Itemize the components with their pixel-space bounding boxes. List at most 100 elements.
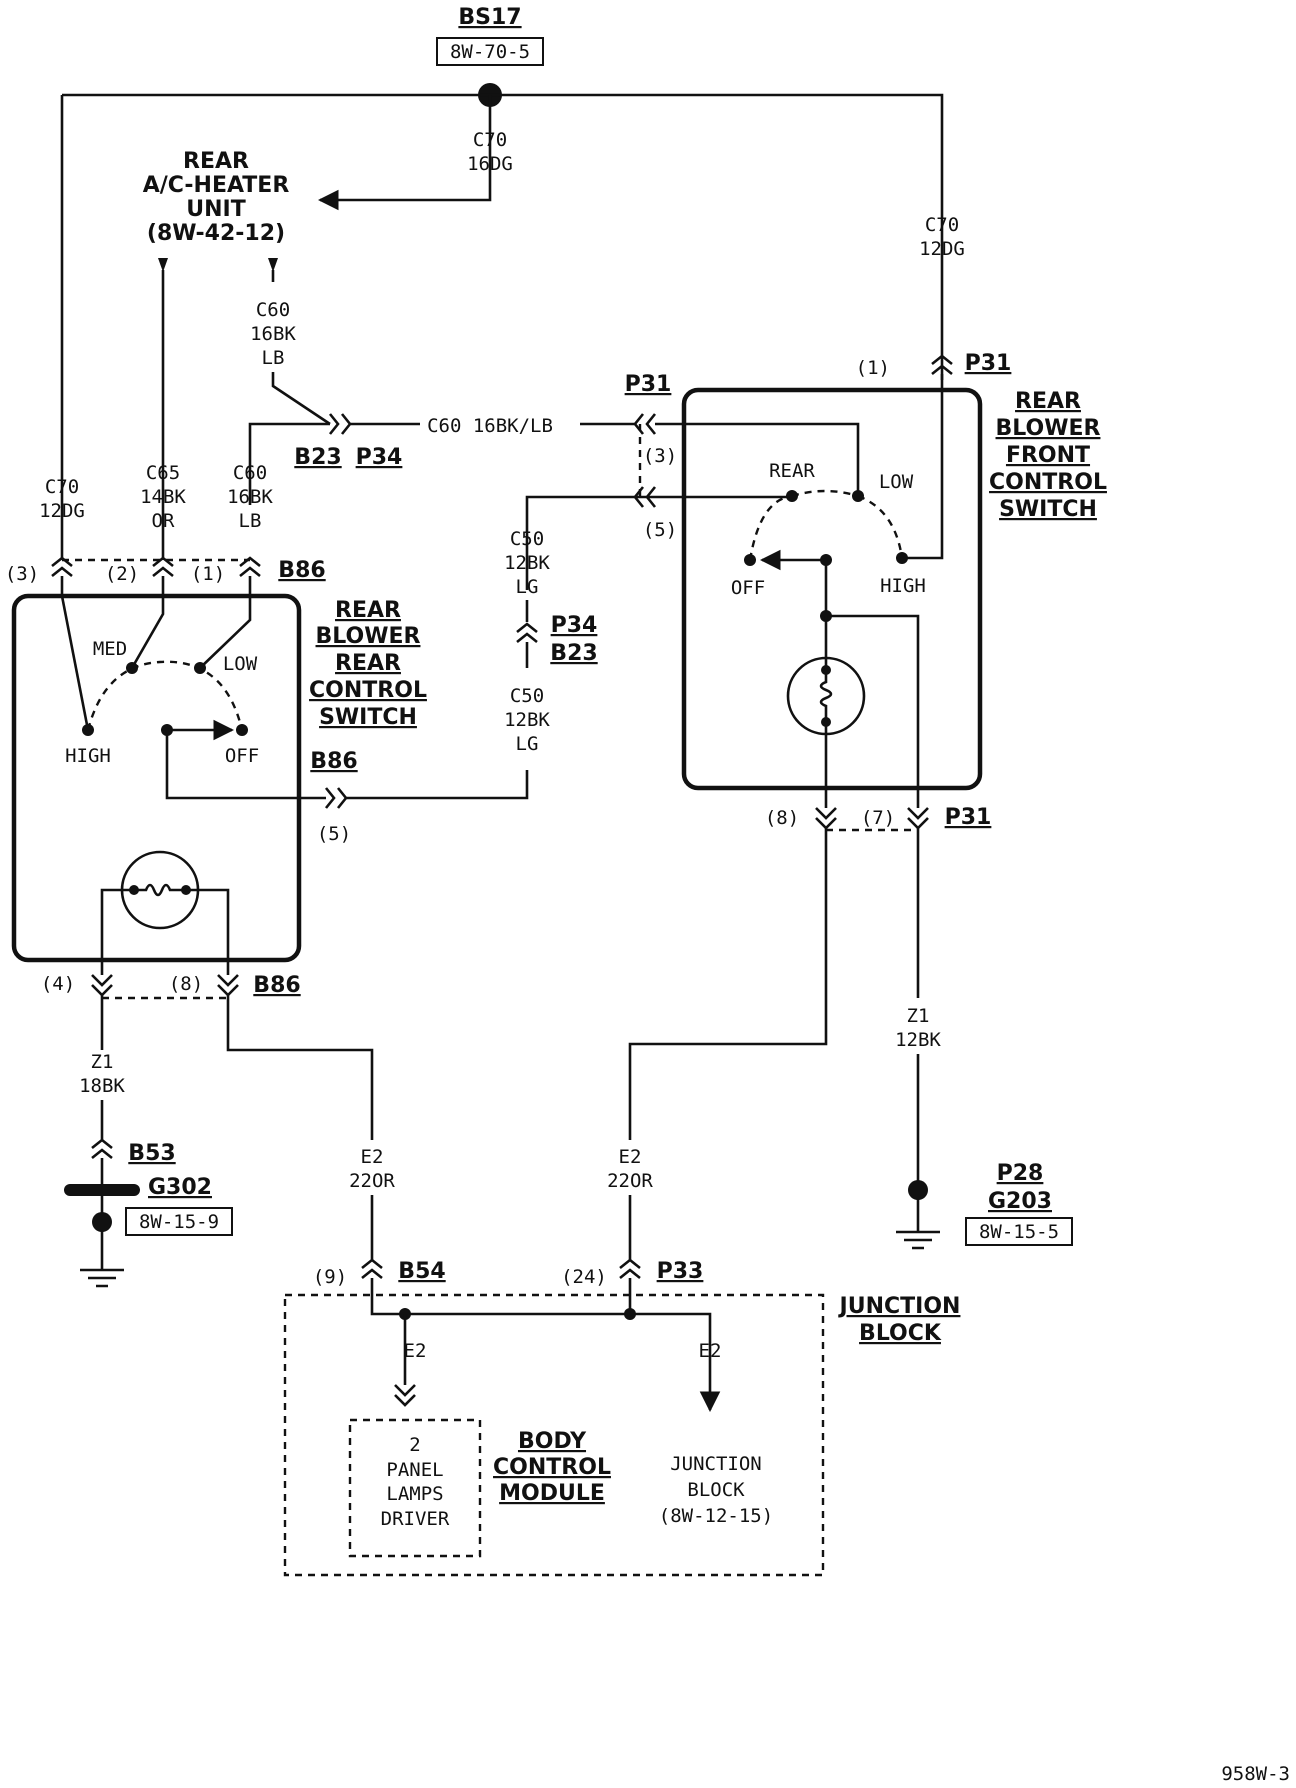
b86-pin4-connector [91, 974, 113, 997]
front-switch-title-4: CONTROL [989, 470, 1107, 495]
rear-unit-l1: REAR [183, 149, 249, 174]
b86-pin3-connector [51, 556, 73, 578]
c60-lower-l2: 16BK [227, 486, 273, 508]
g203-ground-icon [896, 1230, 940, 1250]
junction-bus [370, 1278, 721, 1413]
b86-mid-label: B86 [310, 749, 357, 774]
c65-l1: C65 [146, 462, 180, 484]
b54-connector [361, 1258, 383, 1280]
c60-upper-l2: 16BK [250, 323, 296, 345]
bcm-box-l4: DRIVER [381, 1508, 450, 1530]
c65-l2: 14BK [140, 486, 186, 508]
rear-lamp-left-lead [100, 888, 134, 975]
rear-low-contact [194, 662, 206, 674]
g302-ref: 8W-15-9 [139, 1211, 219, 1233]
front-switch-title-2: BLOWER [996, 416, 1101, 441]
c50-lower-wire [346, 770, 529, 800]
e2-jb-label: E2 [699, 1340, 722, 1362]
splice-ref-box [436, 37, 544, 66]
p34-b23-connector [516, 622, 538, 644]
b86-top-label: B86 [278, 558, 325, 583]
front-lamp-filament [819, 616, 833, 722]
e2-right-l2: 22OR [607, 1170, 653, 1192]
e2-left-l2: 22OR [349, 1170, 395, 1192]
bcm-connector [394, 1384, 416, 1407]
jb-ref-l1: JUNCTION [670, 1453, 762, 1475]
e2-to-connectors [370, 1195, 632, 1260]
b86-mid-connector [324, 787, 348, 809]
jb-ref-l2: BLOCK [687, 1479, 745, 1501]
p31-pin5: (5) [643, 519, 677, 541]
rear-control-switch-box [11, 593, 302, 963]
rear-off-contact [236, 724, 248, 736]
junction-block-title-2: BLOCK [859, 1321, 942, 1346]
e2-right-l1: E2 [619, 1146, 642, 1168]
front-pos-off: OFF [731, 577, 765, 599]
p31-pin3-connector [633, 413, 657, 435]
c65-l3: OR [152, 510, 175, 532]
bcm-box-l3: LAMPS [386, 1483, 443, 1505]
b86-pin4: (4) [41, 973, 75, 995]
front-switch-to-z1 [824, 560, 920, 808]
p31-pin3: (3) [643, 445, 677, 467]
z1-right-l2: 12BK [895, 1029, 941, 1051]
b86-bottom-label: B86 [253, 973, 300, 998]
bcm-box [348, 1418, 482, 1558]
c50-upper-l3: LG [516, 576, 539, 598]
c70-top-wire [62, 93, 944, 380]
g302-ref-box [125, 1207, 233, 1236]
c50-lower-l1: C50 [510, 685, 544, 707]
c60-upper-l3: LB [262, 347, 285, 369]
b23-p34-connector [328, 413, 352, 435]
c70-to-rear-unit [317, 95, 492, 211]
rear-lamp-right-lead [186, 888, 230, 975]
b53-label: B53 [128, 1141, 175, 1166]
g203-name: G203 [988, 1189, 1052, 1214]
front-rear-contact [786, 490, 798, 502]
c50-upper-l1: C50 [510, 528, 544, 550]
g203-ground-dot [908, 1180, 928, 1200]
rear-pos-high: HIGH [65, 745, 111, 767]
z1-left-l2: 18BK [79, 1075, 125, 1097]
bcm-title-2: CONTROL [493, 1455, 611, 1480]
front-high-contact [896, 552, 908, 564]
front-switch-title-5: SWITCH [999, 497, 1097, 522]
g302-ground-icon [80, 1268, 124, 1288]
rear-pos-low: LOW [223, 653, 258, 675]
rear-off-to-b86 [165, 730, 326, 800]
p33-label: P33 [657, 1259, 704, 1284]
bus-node-p33 [624, 1308, 636, 1320]
junction-block-box [283, 1293, 825, 1577]
rear-med-contact [126, 662, 138, 674]
c60-upper-l1: C60 [256, 299, 290, 321]
b86-pin5: (5) [317, 823, 351, 845]
rear-pos-off: OFF [225, 745, 259, 767]
b86-pin8-connector [217, 974, 239, 997]
rear-switch-title-1: REAR [335, 598, 401, 623]
c70-right-l1: C70 [925, 214, 959, 236]
b86-pin2-connector [152, 556, 174, 578]
c65-arrow [158, 258, 168, 272]
p31-pin7-connector [907, 807, 929, 830]
c50-into-front-switch [525, 495, 792, 590]
c60-into-front-switch [655, 422, 860, 496]
b54-label: B54 [398, 1259, 445, 1284]
rear-switch-title-2: BLOWER [316, 624, 421, 649]
c50-lower-l2: 12BK [504, 709, 550, 731]
g203-ref: 8W-15-5 [979, 1221, 1059, 1243]
c60-to-rear-switch [248, 422, 330, 505]
rear-lamp-filament [134, 883, 186, 897]
b86-pin8: (8) [169, 973, 203, 995]
rear-high-contact [82, 724, 94, 736]
p34-top-label: P34 [356, 445, 403, 470]
rear-switch-title-4: CONTROL [309, 678, 427, 703]
rear-unit-l4: (8W-42-12) [147, 221, 285, 246]
p31-bottom-label: P31 [945, 805, 992, 830]
rear-switch-title-3: REAR [335, 651, 401, 676]
rear-pos-med: MED [93, 638, 127, 660]
bcm-title-3: MODULE [499, 1481, 605, 1506]
c70-top-l2: 16DG [467, 153, 513, 175]
jb-ref-l3: (8W-12-15) [659, 1505, 773, 1527]
